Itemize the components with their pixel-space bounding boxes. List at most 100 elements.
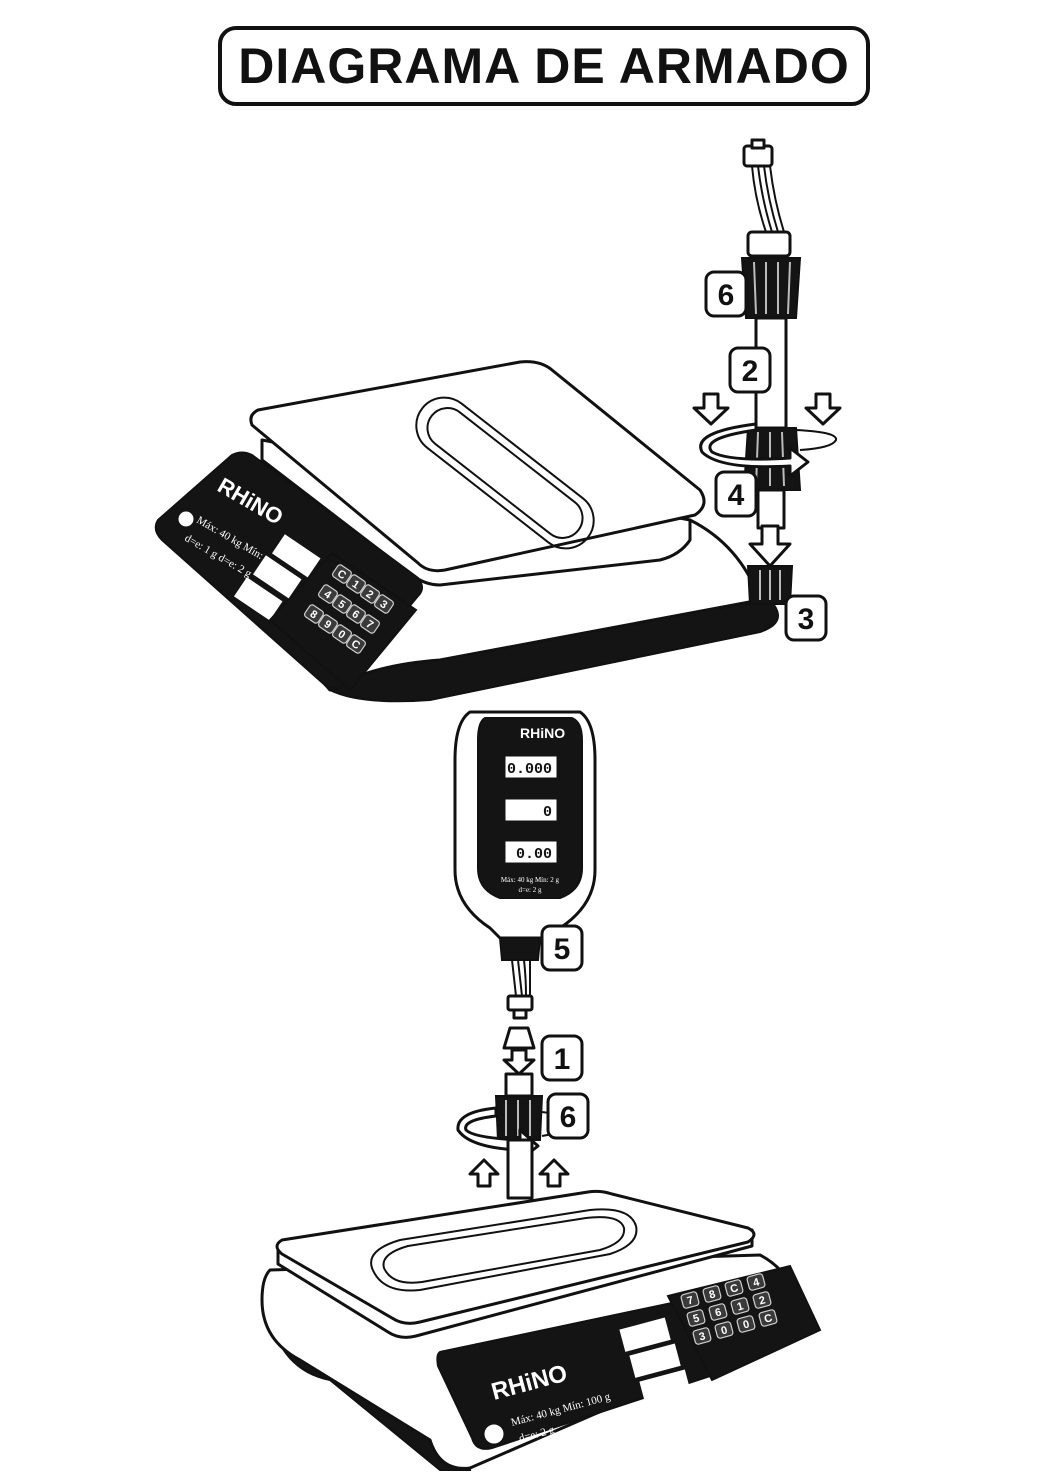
title-box: DIAGRAMA DE ARMADO xyxy=(218,26,870,106)
top-cable-plug-tip xyxy=(750,138,766,150)
step-callout-3: 3 xyxy=(784,594,828,642)
bottom-scale-key-2: C xyxy=(724,1279,744,1297)
top-connector-assembly xyxy=(692,138,842,605)
bottom-scale-key-7: 2 xyxy=(752,1291,772,1309)
bottom-pole-tube xyxy=(506,1138,534,1200)
top-scale-key-2-label: 2 xyxy=(364,588,376,601)
bottom-scale-key-3: 4 xyxy=(746,1273,766,1291)
top-cable-wires xyxy=(751,165,785,233)
top-insert-arrow xyxy=(748,524,792,568)
display-lcd-2 xyxy=(505,799,557,821)
top-scale-level-indicator xyxy=(178,511,194,527)
bottom-up-arrow-left xyxy=(468,1158,500,1188)
top-scale-lcd-1 xyxy=(272,534,321,578)
top-scale-key-4: 4 xyxy=(318,584,338,604)
display-unit-brand: RHiNO xyxy=(520,725,565,741)
bottom-scale-key-6: 1 xyxy=(730,1297,750,1315)
bottom-scale-key-10-label: 0 xyxy=(742,1318,751,1331)
top-base-socket-ridges xyxy=(759,570,781,600)
top-scale-key-1-label: 1 xyxy=(350,578,362,591)
step-callout-5: 5 xyxy=(540,924,584,972)
bottom-scale-key-8-label: 3 xyxy=(698,1330,707,1343)
step-callout-4: 4 xyxy=(714,470,758,518)
bottom-scale-key-9-label: 0 xyxy=(720,1324,729,1337)
top-scale-key-11: C xyxy=(346,634,366,654)
display-unit-gland xyxy=(498,937,542,961)
top-gland-cap xyxy=(746,230,792,258)
bottom-scale-key-0: 7 xyxy=(680,1291,700,1309)
bottom-scale-key-11: C xyxy=(758,1309,778,1327)
page-title: DIAGRAMA DE ARMADO xyxy=(238,38,850,94)
bottom-scale-key-5: 6 xyxy=(708,1303,728,1321)
top-rotation-arrow-right xyxy=(795,429,837,451)
step-callout-1: 1 xyxy=(540,1034,584,1082)
top-scale-key-3: 3 xyxy=(374,594,394,614)
bottom-scale-key-9: 0 xyxy=(714,1321,734,1339)
bottom-plug-socket xyxy=(502,1026,536,1050)
top-scale: RHiNO Máx: 40 kg Mín: g d=e: 1 g d=e: 2 … xyxy=(154,360,779,703)
step-4-label: 4 xyxy=(728,479,745,512)
top-scale-platter xyxy=(249,360,706,573)
display-lcd-2-value: 0 xyxy=(543,804,552,821)
top-scale-key-9-label: 9 xyxy=(322,618,334,631)
display-lcd-3-value: 0.00 xyxy=(516,846,552,863)
top-scale-lcd-3 xyxy=(234,577,283,621)
step-5-label: 5 xyxy=(554,933,571,966)
step-1-label: 1 xyxy=(554,1043,571,1076)
bottom-insert-arrow xyxy=(502,1048,536,1076)
bottom-scale-key-7-label: 2 xyxy=(758,1294,767,1307)
step-callout-2: 2 xyxy=(728,346,772,394)
display-unit: RHiNO 0.000 0 0.00 Máx: 40 kg Mín: 2 g d… xyxy=(453,710,597,1020)
bottom-connector-assembly xyxy=(456,1026,572,1200)
bottom-scale-key-11-label: C xyxy=(763,1312,774,1326)
top-scale-key-0: C xyxy=(332,564,352,584)
top-scale-platter-recess-inner xyxy=(426,407,584,539)
top-rotation-arrow xyxy=(699,422,810,478)
bottom-scale-platter-recess-inner xyxy=(382,1216,626,1284)
bottom-scale-key-1: 8 xyxy=(702,1285,722,1303)
top-scale-key-8-label: 8 xyxy=(308,608,320,621)
top-scale-key-7: 7 xyxy=(360,614,380,634)
top-down-arrow-left xyxy=(692,392,730,426)
top-gland-nut xyxy=(740,257,802,319)
display-lcd-3 xyxy=(505,841,557,863)
display-lcd-1 xyxy=(505,756,557,778)
bottom-pole-stub xyxy=(504,1072,534,1098)
bottom-scale-lcd-3 xyxy=(639,1369,691,1404)
display-cable-plug xyxy=(506,994,534,1012)
bottom-scale-lcd-2 xyxy=(629,1343,681,1378)
top-scale-key-3-label: 3 xyxy=(378,598,390,611)
bottom-scale-key-3-label: 4 xyxy=(752,1276,762,1289)
step-3-label: 3 xyxy=(798,603,815,636)
top-lower-stub xyxy=(756,488,786,530)
bottom-scale-key-4-label: 5 xyxy=(692,1312,701,1325)
bottom-scale-lcd-1 xyxy=(619,1317,671,1352)
top-scale-key-6: 6 xyxy=(346,604,366,624)
top-scale-key-2: 2 xyxy=(360,584,380,604)
bottom-scale-key-1-label: 8 xyxy=(708,1288,717,1301)
bottom-scale-key-4: 5 xyxy=(686,1309,706,1327)
top-down-arrow-right xyxy=(804,392,842,426)
bottom-scale-key-10: 0 xyxy=(736,1315,756,1333)
display-spec-line1: Máx: 40 kg Mín: 2 g xyxy=(501,876,560,884)
bottom-scale-level-indicator xyxy=(484,1424,504,1444)
top-scale-key-7-label: 7 xyxy=(364,618,376,631)
display-cable-wires xyxy=(511,959,531,997)
top-gland-nut-ridges xyxy=(753,261,791,315)
display-cable-plug-tip xyxy=(512,1008,528,1020)
top-scale-key-6-label: 6 xyxy=(350,608,362,621)
top-scale-platter-recess xyxy=(415,396,595,550)
bottom-up-arrow-right xyxy=(538,1158,570,1188)
top-scale-key-1: 1 xyxy=(346,574,366,594)
step-6-top-label: 6 xyxy=(718,279,735,312)
bottom-gland-nut-ridges xyxy=(505,1100,531,1136)
bottom-scale-key-8: 3 xyxy=(692,1327,712,1345)
step-callout-6-bottom: 6 xyxy=(546,1092,590,1140)
step-callout-6-top: 6 xyxy=(704,270,748,318)
bottom-scale-key-5-label: 6 xyxy=(714,1306,723,1319)
top-scale-keypad xyxy=(268,551,418,692)
